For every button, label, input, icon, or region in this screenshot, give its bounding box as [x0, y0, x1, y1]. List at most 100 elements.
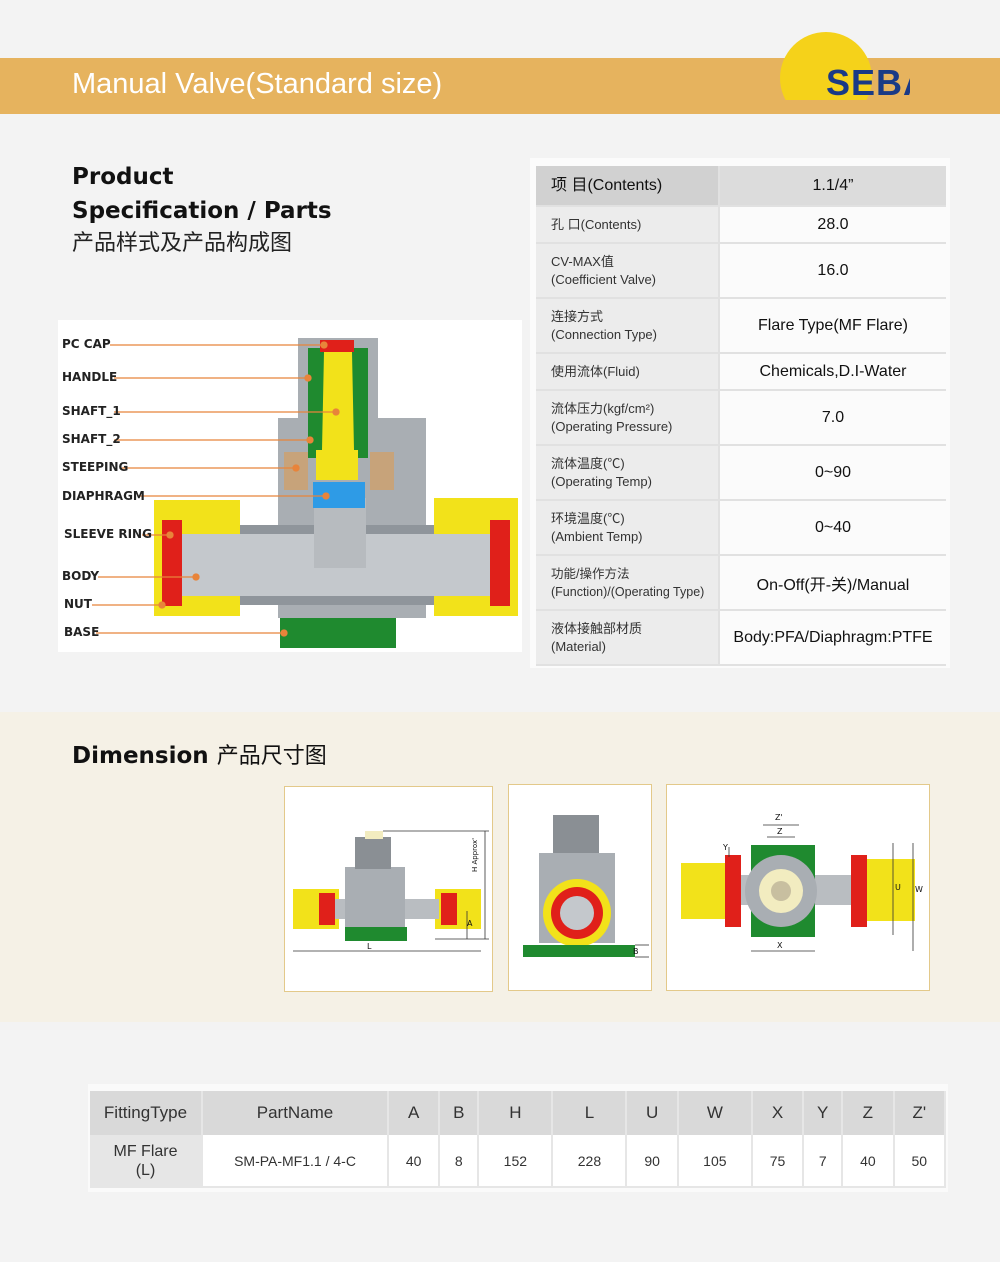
- steeping-right: [370, 452, 394, 490]
- page-title: Manual Valve(Standard size): [72, 68, 443, 100]
- spec-row-label-en: (Operating Temp): [551, 473, 652, 489]
- cell-x: 75: [751, 1135, 805, 1188]
- cell-z: 40: [842, 1135, 895, 1188]
- spec-row-value: Chemicals,D.I-Water: [719, 353, 946, 391]
- spec-title-line2: Specification / Parts: [72, 198, 332, 224]
- part-label-pc-cap: PC CAP: [62, 337, 111, 351]
- col-header: Z: [842, 1091, 895, 1135]
- spec-row-label: 液体接触部材质 (Material): [536, 610, 720, 666]
- seba-logo: SEBA: [780, 32, 910, 100]
- table-row: MF Flare (L) SM-PA-MF1.1 / 4-C 40 8 152 …: [90, 1135, 947, 1188]
- spec-row-label: 连接方式 (Connection Type): [536, 298, 720, 354]
- spec-row: 液体接触部材质 (Material) Body:PFA/Diaphragm:PT…: [536, 610, 946, 666]
- spec-row-label-cn: 流体压力(kgf/cm²): [551, 400, 655, 416]
- col-header: A: [388, 1091, 441, 1135]
- base-part: [280, 618, 396, 648]
- spec-row-label-cn: 孔 口(Contents): [551, 216, 642, 232]
- col-header: Z': [893, 1091, 947, 1135]
- dim-label-l: L: [367, 942, 372, 951]
- valve-cross-section-drawing: [92, 338, 518, 648]
- part-label-diaphragm: DIAPHRAGM: [62, 489, 145, 503]
- spec-row-label-cn: 连接方式: [551, 308, 604, 324]
- part-label-handle: HANDLE: [62, 370, 118, 384]
- spec-row-label: 环境温度(℃) (Ambient Temp): [536, 500, 720, 556]
- spec-row-value: On-Off(开-关)/Manual: [719, 555, 946, 611]
- part-label-sleeve-ring: SLEEVE RING: [64, 527, 152, 541]
- dim-label-h: H Approx': [471, 837, 479, 872]
- left-sleeve-ring: [162, 520, 182, 606]
- spec-table-panel: 项 目(Contents) 1.1/4” 孔 口(Contents) 28.0 …: [530, 158, 950, 668]
- cell-z-prime: 50: [893, 1135, 947, 1188]
- col-header: U: [626, 1091, 679, 1135]
- spec-row: 流体压力(kgf/cm²) (Operating Pressure) 7.0: [536, 390, 946, 446]
- col-header: PartName: [202, 1091, 389, 1135]
- spec-header-value: 1.1/4”: [719, 166, 946, 207]
- shaft-part: [316, 352, 358, 480]
- spec-table-header: 项 目(Contents) 1.1/4”: [536, 166, 946, 207]
- part-label-nut: NUT: [64, 597, 92, 611]
- logo-text: SEBA: [826, 62, 910, 100]
- spec-row-value: 0~40: [719, 500, 946, 556]
- dimension-table-panel: FittingType PartName A B H L U W X Y Z Z…: [88, 1084, 948, 1192]
- spec-row-label-cn: 使用流体(Fluid): [551, 363, 640, 379]
- spec-row: 连接方式 (Connection Type) Flare Type(MF Fla…: [536, 298, 946, 354]
- spec-row-value: Flare Type(MF Flare): [719, 298, 946, 354]
- top-view-drawing: [681, 824, 915, 952]
- dim-label-x: X: [777, 941, 783, 950]
- spec-row-label-cn: 环境温度(℃): [551, 510, 625, 526]
- dimension-title: Dimension 产品尺寸图: [72, 738, 327, 770]
- spec-row-label-cn: 功能/操作方法: [551, 566, 630, 581]
- front-view-drawing: [293, 830, 489, 952]
- cell-h: 152: [478, 1135, 554, 1188]
- spec-row-label-cn: CV-MAX值: [551, 253, 614, 269]
- spec-row-label-en: (Material): [551, 638, 606, 654]
- dimension-figure-front: H Approx' A L: [284, 786, 493, 992]
- spec-row-value: 0~90: [719, 445, 946, 501]
- spec-row-value: 16.0: [719, 243, 946, 299]
- cell-part-name: SM-PA-MF1.1 / 4-C: [202, 1135, 389, 1188]
- spec-row-label-en: (Coefficient Valve): [551, 271, 657, 287]
- part-label-body: BODY: [62, 569, 100, 583]
- fitting-type-cell: MF Flare (L): [90, 1135, 203, 1188]
- spec-row-label: 功能/操作方法 (Function)/(Operating Type): [536, 555, 720, 611]
- cell-l: 228: [552, 1135, 628, 1188]
- dim-label-z-prime: Z': [775, 813, 783, 822]
- spec-row-label: CV-MAX值 (Coefficient Valve): [536, 243, 720, 299]
- dimension-figure-top: Z' Z Y U W X: [666, 784, 930, 991]
- spec-row-label-cn: 液体接触部材质: [551, 620, 643, 636]
- part-label-shaft-1: SHAFT_1: [62, 404, 121, 418]
- dimension-table: FittingType PartName A B H L U W X Y Z Z…: [90, 1091, 947, 1188]
- pc-cap-part: [320, 340, 354, 352]
- dim-label-y: Y: [723, 843, 728, 852]
- part-label-base: BASE: [64, 625, 100, 639]
- dim-label-u: U: [895, 883, 901, 892]
- spec-title-line1: Product: [72, 164, 174, 190]
- dim-label-w: W: [915, 885, 923, 894]
- cell-w: 105: [677, 1135, 753, 1188]
- spec-row-label-en: (Function)/(Operating Type): [551, 584, 705, 599]
- right-pipe: [426, 534, 490, 596]
- spec-row-label: 流体温度(℃) (Operating Temp): [536, 445, 720, 501]
- spec-row-label: 使用流体(Fluid): [536, 353, 720, 391]
- spec-row-label: 孔 口(Contents): [536, 206, 720, 244]
- diaphragm-part: [313, 482, 365, 508]
- spec-row-value: 28.0: [719, 206, 946, 244]
- leader-lines: [92, 341, 340, 637]
- spec-row: 孔 口(Contents) 28.0: [536, 206, 946, 244]
- spec-row-value: Body:PFA/Diaphragm:PTFE: [719, 610, 946, 666]
- spec-section-title: Product Specification / Parts: [72, 160, 332, 228]
- dimension-title-en: Dimension: [72, 743, 209, 769]
- dim-label-z: Z: [777, 827, 783, 836]
- dimension-figure-side: B: [508, 784, 652, 991]
- spec-row-value: 7.0: [719, 390, 946, 446]
- vertical-passage: [314, 498, 366, 568]
- spec-row-label: 流体压力(kgf/cm²) (Operating Pressure): [536, 390, 720, 446]
- left-pipe: [182, 534, 278, 596]
- spec-row: 使用流体(Fluid) Chemicals,D.I-Water: [536, 353, 946, 391]
- valve-cross-section-figure: PC CAP HANDLE SHAFT_1 SHAFT_2 STEEPING D…: [58, 320, 522, 652]
- spec-row-label-en: (Ambient Temp): [551, 528, 643, 544]
- logo-sun-icon: [780, 32, 872, 100]
- spec-row-label-en: (Connection Type): [551, 326, 657, 342]
- col-header: X: [751, 1091, 805, 1135]
- spec-row: CV-MAX值 (Coefficient Valve) 16.0: [536, 243, 946, 299]
